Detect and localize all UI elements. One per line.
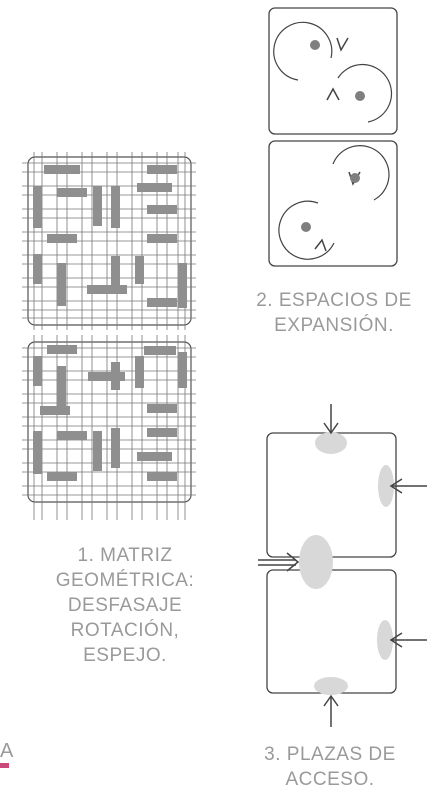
caption-line: ROTACIÓN,	[70, 620, 180, 641]
caption-line: 3. PLAZAS DE	[264, 744, 396, 765]
expansion-panel-top	[268, 7, 398, 135]
caption-line: ACCESO.	[285, 769, 375, 790]
expansion-caption: 2. ESPACIOS DE EXPANSIÓN.	[243, 288, 425, 338]
caption-line: GEOMÉTRICA:	[55, 570, 195, 591]
matrix-blocks-bottom	[33, 345, 187, 481]
matrix-panel-top	[22, 152, 196, 330]
plaza-right-lower	[377, 620, 393, 660]
caption-line: ESPEJO.	[83, 645, 167, 666]
plaza-bottom	[314, 677, 348, 695]
center-dot-icon	[355, 91, 365, 101]
center-dot-icon	[301, 222, 311, 232]
rotation-arc-icon	[273, 21, 333, 81]
rotation-arc-icon	[337, 63, 393, 123]
expansion-frame-bottom	[268, 140, 398, 267]
matrix-caption: 1. MATRIZ GEOMÉTRICA: DESFASAJE ROTACIÓN…	[35, 543, 215, 668]
double-arrow-right-icon	[258, 552, 300, 572]
arrow-left-icon	[389, 478, 427, 494]
access-frame-bottom	[266, 569, 397, 694]
access-panel	[258, 404, 427, 727]
center-dot-icon	[310, 40, 320, 50]
arrow-up-icon	[323, 694, 339, 727]
plaza-right-upper	[378, 465, 394, 507]
arrow-up-icon	[326, 87, 340, 101]
arrow-up-icon	[314, 238, 327, 252]
access-arrows	[258, 404, 427, 727]
center-dot-icon	[350, 173, 360, 183]
arrow-left-icon	[389, 632, 427, 648]
caption-line: 1. MATRIZ	[77, 545, 173, 566]
rotation-arc-icon	[278, 200, 335, 260]
expansion-panel-bottom	[268, 140, 398, 267]
caption-line: EXPANSIÓN.	[274, 315, 394, 336]
arrow-down-icon	[336, 37, 349, 52]
edge-accent-bar	[0, 763, 9, 768]
caption-line: 2. ESPACIOS DE	[256, 290, 412, 311]
matrix-grid-bottom	[22, 335, 196, 520]
plaza-top	[315, 432, 347, 454]
access-caption: 3. PLAZAS DE ACCESO.	[235, 742, 425, 792]
caption-line: DESFASAJE	[67, 595, 183, 616]
plaza-center-left	[299, 535, 333, 589]
rotation-arc-icon	[332, 145, 390, 201]
edge-fragment-text: A	[0, 740, 14, 762]
expansion-frame-top	[268, 7, 398, 135]
arrow-down-icon	[323, 404, 339, 435]
matrix-grid-top	[22, 152, 196, 330]
matrix-blocks-top	[33, 165, 187, 308]
matrix-frame-bottom	[27, 341, 192, 503]
matrix-panel-bottom	[22, 335, 196, 520]
